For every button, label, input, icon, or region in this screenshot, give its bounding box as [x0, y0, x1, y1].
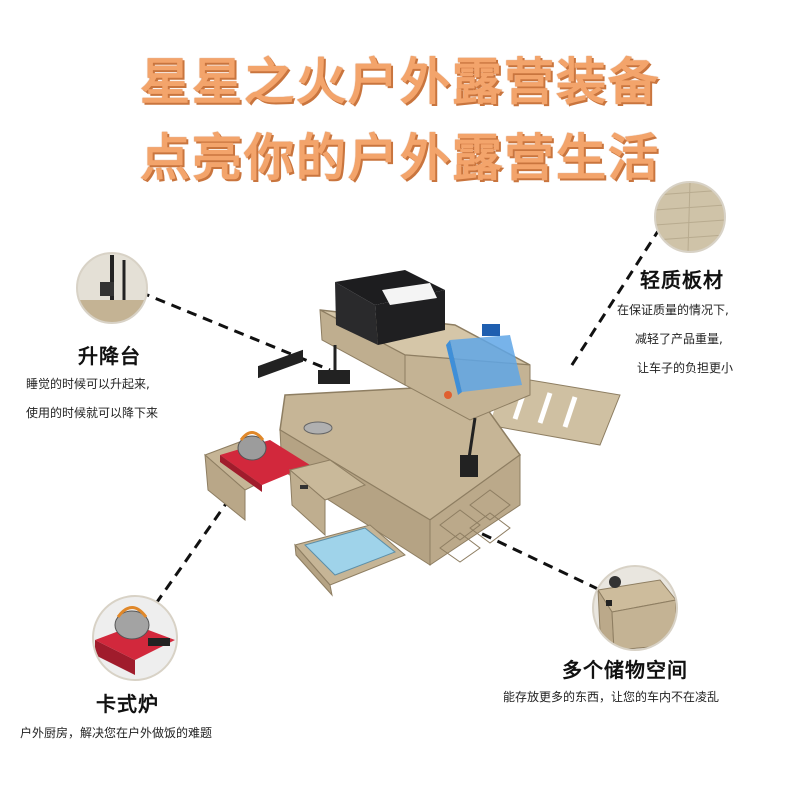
stove-drawer: [204, 349, 310, 522]
feature-lift-title: 升降台: [78, 344, 141, 368]
feature-stove-desc-1: 户外厨房，解决您在户外做饭的难题: [20, 726, 213, 740]
feature-board-title: 轻质板材: [640, 268, 724, 292]
fridge: [335, 270, 445, 345]
feature-board-desc-3: 让车子的负担更小: [637, 361, 734, 375]
stove-detail-photo: [93, 596, 177, 680]
feature-lift-desc-2: 使用的时候就可以降下来: [26, 406, 159, 420]
callout-line-stove: [148, 497, 232, 613]
feature-storage-title: 多个储物空间: [562, 658, 688, 682]
headline-line1: 星星之火户外露营装备: [140, 53, 660, 111]
feature-board-desc-1: 在保证质量的情况下,: [617, 303, 729, 317]
feature-storage-desc-1: 能存放更多的东西，让您的车内不在凌乱: [503, 690, 720, 704]
callout-line-board: [568, 227, 662, 369]
storage-drawer: [288, 459, 367, 537]
water-container: [444, 324, 522, 399]
feature-board-desc-2: 减轻了产品重量,: [635, 332, 723, 346]
headline-line2: 点亮你的户外露营生活: [140, 129, 660, 187]
bowl: [303, 421, 333, 435]
storage-detail-photo: [593, 566, 677, 650]
feature-lift-desc-1: 睡觉的时候可以升起来,: [26, 377, 150, 391]
board-texture-photo: [655, 182, 725, 252]
basin-drawer: [294, 524, 406, 597]
feature-stove-title: 卡式炉: [96, 692, 159, 716]
